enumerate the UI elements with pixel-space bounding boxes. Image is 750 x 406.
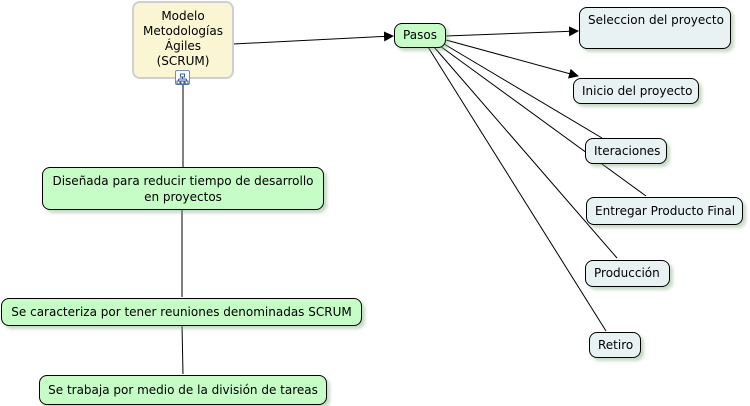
edge-pasos-retiro — [427, 46, 607, 332]
edge-caracteriza-trabaja — [181, 324, 184, 375]
hierarchy-icon[interactable] — [175, 70, 190, 85]
disenada-node[interactable]: Diseñada para reducir tiempo de desarrol… — [42, 167, 324, 210]
seleccion-node[interactable]: Seleccion del proyecto — [579, 7, 731, 49]
root-node[interactable]: Modelo Metodologías Ágiles (SCRUM) — [132, 1, 234, 79]
edge-pasos-iteraciones — [443, 43, 603, 139]
trabaja-node[interactable]: Se trabaja por medio de la división de t… — [39, 375, 327, 405]
pasos-node[interactable]: Pasos — [394, 23, 446, 48]
edge-pasos-entregar — [439, 45, 647, 197]
edge-pasos-produccion — [433, 46, 618, 259]
edge-pasos-seleccion — [445, 26, 579, 37]
inicio-node[interactable]: Inicio del proyecto — [573, 78, 699, 104]
produccion-node[interactable]: Producción — [585, 260, 670, 287]
caracteriza-node[interactable]: Se caracteriza por tener reuniones denom… — [1, 298, 362, 326]
edge-pasos-inicio — [445, 39, 579, 79]
iteraciones-node[interactable]: Iteraciones — [585, 138, 667, 164]
edge-root-pasos — [232, 31, 394, 45]
retiro-node[interactable]: Retiro — [589, 332, 641, 358]
entregar-node[interactable]: Entregar Producto Final — [586, 197, 743, 225]
